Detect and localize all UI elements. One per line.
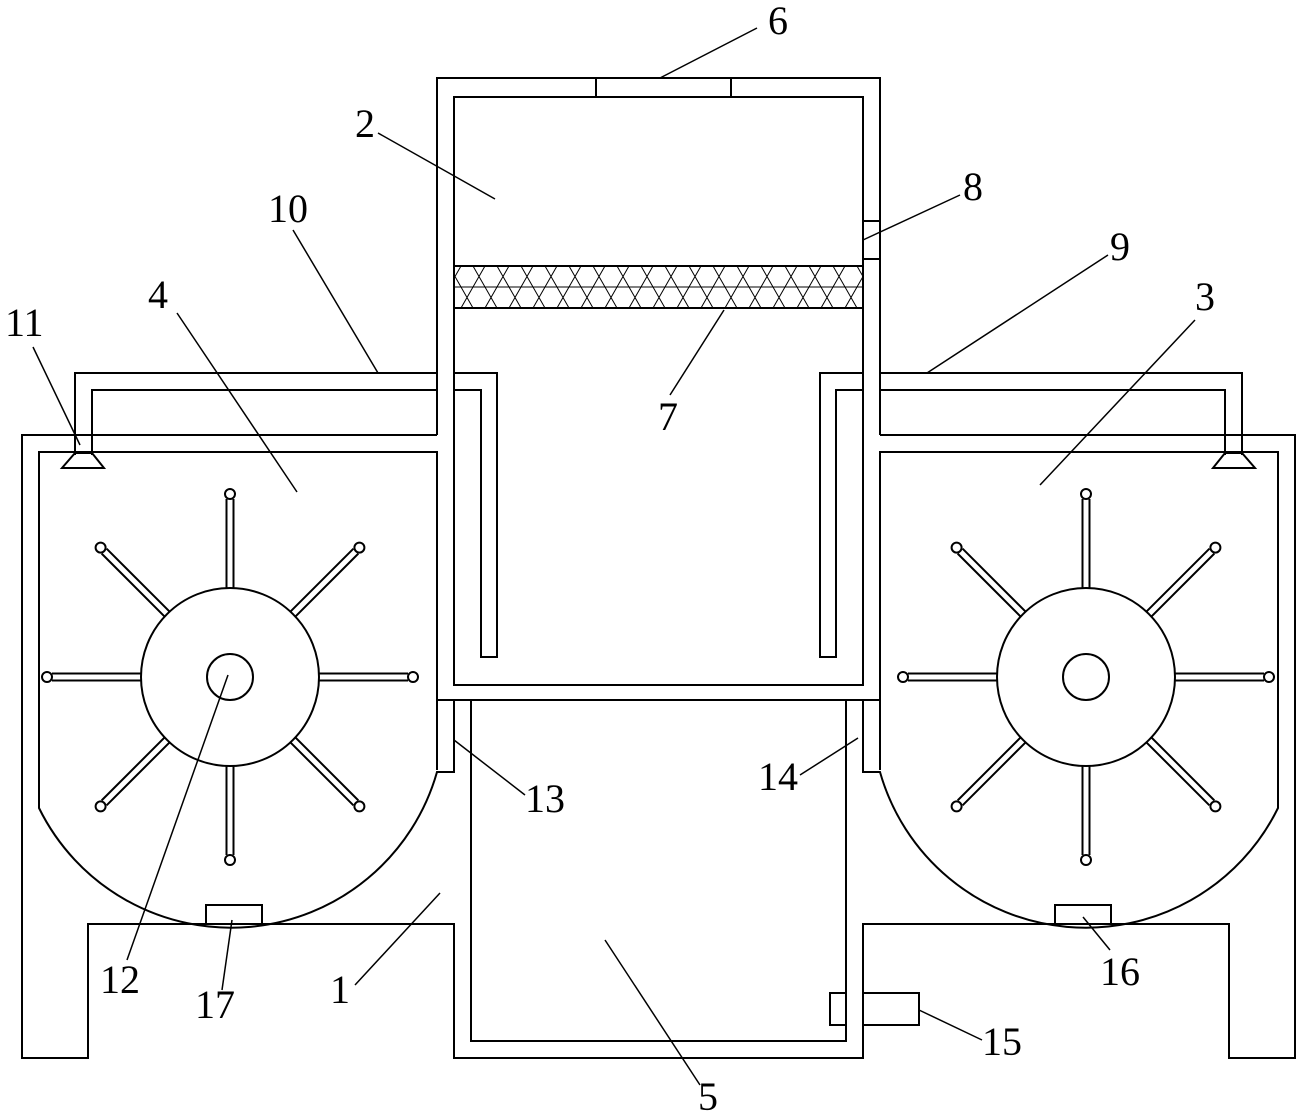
label-16: 16: [1100, 949, 1140, 994]
rotor-spoke: [100, 736, 166, 802]
pipe-right: [880, 372, 1258, 469]
rotor-spoke: [961, 741, 1027, 807]
label-9: 9: [1110, 224, 1130, 269]
label-15: 15: [982, 1019, 1022, 1064]
right-rotor: [897, 488, 1275, 866]
rotor-spoke: [105, 547, 171, 613]
rotor-spoke-tip: [1263, 671, 1275, 683]
tank: [454, 699, 920, 1042]
label-8: 8: [963, 164, 983, 209]
inner-pipes: [454, 372, 863, 658]
rotor-spoke-tip: [1209, 800, 1222, 813]
label-5: 5: [698, 1074, 718, 1119]
rotor-spoke: [294, 736, 360, 802]
rotor-shaft: [206, 653, 254, 701]
rotor-spoke: [289, 741, 355, 807]
rotor-spoke-tip: [950, 541, 963, 554]
rotor-spoke: [956, 552, 1022, 618]
rotor-spoke-tip: [353, 800, 366, 813]
label-10: 10: [268, 186, 308, 231]
rotor-spoke: [289, 547, 355, 613]
rotor-shaft: [1062, 653, 1110, 701]
rotor-spoke-tip: [94, 541, 107, 554]
rotor-spoke-tip: [353, 541, 366, 554]
rotor-spoke-tip: [897, 671, 909, 683]
rotor-spoke: [961, 547, 1027, 613]
rotor-spoke: [1150, 552, 1216, 618]
rotor-spoke: [105, 741, 171, 807]
rotor-spoke-tip: [224, 854, 236, 866]
label-11: 11: [5, 300, 44, 345]
rotor-hub: [996, 587, 1176, 767]
rotor-spoke: [294, 552, 360, 618]
leader-lines: [32, 27, 1196, 1086]
left-chamber: [38, 451, 455, 929]
label-12: 12: [100, 957, 140, 1002]
rotor-spoke: [956, 736, 1022, 802]
rotor-spoke-tip: [1080, 854, 1092, 866]
labels: 6 2 8 10 9 3 4 11 7 14 13 16 12 1 17 15 …: [5, 0, 1215, 1119]
label-1: 1: [330, 967, 350, 1012]
rotor-spoke-tip: [1080, 488, 1092, 500]
rotor-spoke-tip: [224, 488, 236, 500]
label-17: 17: [195, 982, 235, 1027]
label-4: 4: [148, 272, 168, 317]
filter-box: [453, 77, 881, 686]
label-2: 2: [355, 101, 375, 146]
label-14: 14: [758, 754, 798, 799]
rotor-spoke: [100, 552, 166, 618]
rotor-hub: [140, 587, 320, 767]
left-rotor: [41, 488, 419, 866]
label-3: 3: [1195, 274, 1215, 319]
right-chamber: [862, 451, 1279, 929]
rotor-spoke-tip: [41, 671, 53, 683]
label-13: 13: [525, 776, 565, 821]
rotor-spoke: [1145, 741, 1211, 807]
frame: [21, 77, 1296, 1059]
rotor-spoke-tip: [94, 800, 107, 813]
label-6: 6: [768, 0, 788, 43]
rotor-spoke-tip: [1209, 541, 1222, 554]
rotor-spoke-tip: [407, 671, 419, 683]
rotor-spoke: [1145, 547, 1211, 613]
label-7: 7: [658, 394, 678, 439]
rotor-spoke: [1150, 736, 1216, 802]
rotor-spoke-tip: [950, 800, 963, 813]
